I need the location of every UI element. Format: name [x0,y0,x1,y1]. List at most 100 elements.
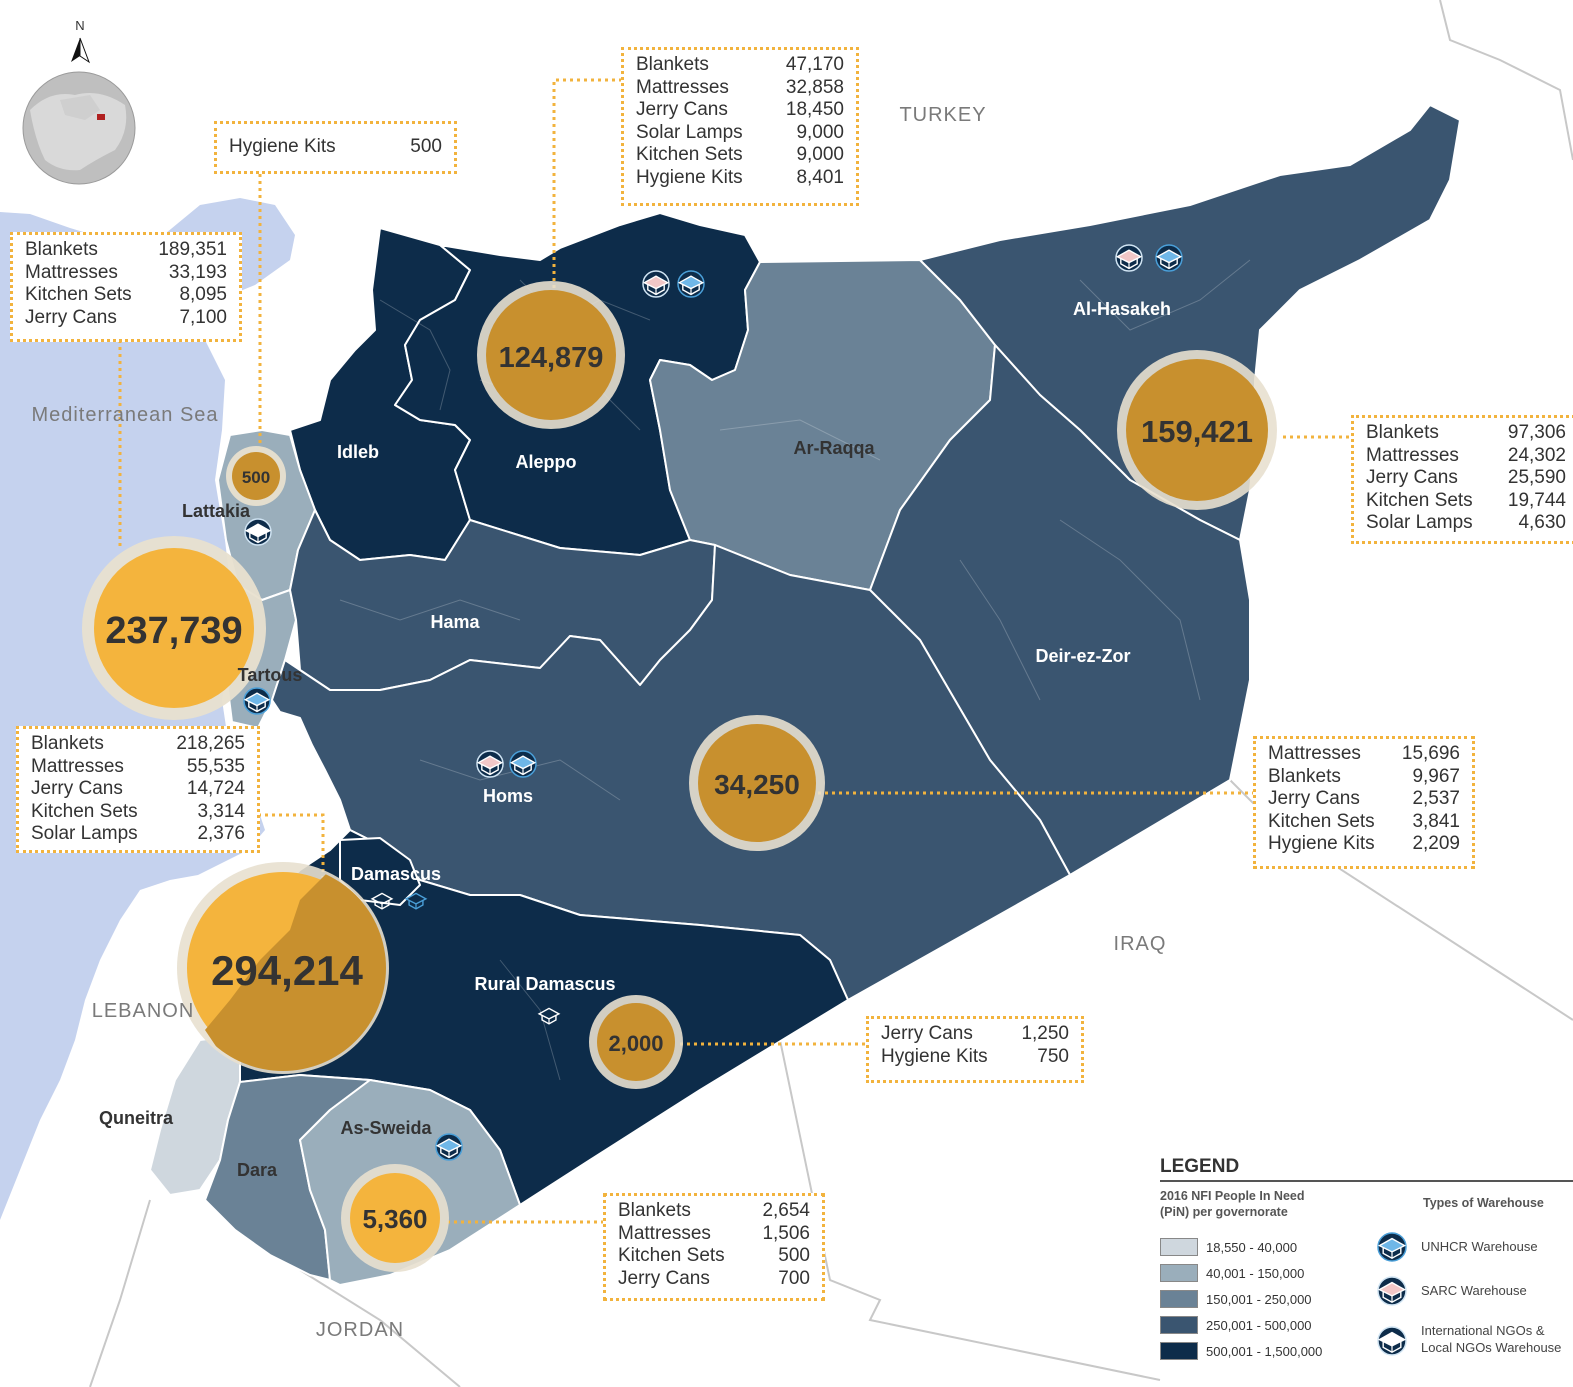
ngo-warehouse-icon[interactable] [537,1007,561,1025]
legend-divider [1160,1180,1573,1182]
inset-globe [22,71,136,185]
legend-title: LEGEND [1160,1156,1240,1177]
nfi-value: 189,351 [158,239,227,260]
legend-range-label-2: 40,001 - 150,000 [1206,1266,1305,1281]
nfi-value: 1,506 [762,1222,810,1244]
label-hasakeh: Al-Hasakeh [1073,299,1171,319]
nfi-item: Blankets [25,239,98,260]
bubble-aleppo[interactable]: 124,879 [477,281,625,429]
bubble-value-lattakia: 500 [242,468,270,487]
label-lebanon: LEBANON [92,1000,195,1022]
legend-ngo-label-line2: Local NGOs Warehouse [1421,1340,1562,1355]
nfi-row: Jerry Cans 7,100 [25,307,227,330]
unhcr-warehouse-icon[interactable] [435,1133,463,1161]
nfi-row: Blankets 47,170 [636,54,844,77]
legend-range-label-3: 150,001 - 250,000 [1206,1292,1312,1307]
legend-ngo-label: International NGOs & Local NGOs Warehous… [1421,1322,1561,1356]
nfi-value: 25,590 [1507,467,1566,488]
gov-homs[interactable] [271,544,1071,1001]
bubble-hasakeh[interactable]: 159,421 [1117,350,1277,510]
nfi-item: Jerry Cans [881,1023,973,1044]
nfi-value: 7,100 [179,306,227,328]
unhcr-warehouse-icon[interactable] [243,687,271,715]
bubble-damascus[interactable]: 294,214 [177,862,395,1082]
label-dara: Dara [237,1160,278,1180]
nfi-item: Hygiene Kits [1268,833,1375,854]
bubble-rural-damascus[interactable]: 2,000 [589,995,683,1089]
gov-quneitra[interactable] [149,1034,241,1196]
label-hama: Hama [430,612,480,632]
bubble-deir-ez-zor[interactable]: 34,250 [689,715,825,851]
legend-sarc-label: SARC Warehouse [1421,1283,1527,1298]
nfi-item: Kitchen Sets [1268,810,1375,832]
nfi-item: Jerry Cans [25,306,117,328]
sarc-warehouse-icon[interactable] [476,750,504,778]
nfi-item: Blankets [618,1200,691,1221]
label-damascus: Damascus [351,864,441,884]
nfi-item: Jerry Cans [1268,788,1360,809]
nfi-value: 2,537 [1412,788,1460,809]
legend-swatch-4 [1160,1316,1198,1334]
bubble-lattakia[interactable]: 500 [226,446,286,506]
nfi-item: Mattresses [31,755,124,777]
legend-ngo-label-line1: International NGOs & [1421,1323,1545,1338]
unhcr-warehouse-icon[interactable] [677,270,705,298]
ngo-warehouse-icon[interactable] [244,518,272,546]
nfi-item: Kitchen Sets [618,1245,725,1266]
nfi-value: 4,630 [1518,512,1566,533]
nfi-value: 2,376 [197,823,245,844]
legend-swatch-5 [1160,1342,1198,1360]
legend-range-label-5: 500,001 - 1,500,000 [1206,1344,1323,1359]
label-idleb: Idleb [337,442,379,462]
nfi-value: 47,170 [785,54,844,75]
ngo-warehouse-icon[interactable] [370,892,394,910]
label-lattakia: Lattakia [182,501,251,521]
bubble-tartous[interactable]: 237,739 [82,536,266,720]
nfi-value: 750 [1037,1045,1069,1067]
legend-subtitle-line2: (PiN) per governorate [1160,1205,1288,1219]
bubble-as-sweida[interactable]: 5,360 [341,1164,449,1272]
governorate-labels: Idleb Aleppo Ar-Raqqa Al-Hasakeh Lattaki… [99,299,1171,1180]
unhcr-warehouse-icon[interactable] [404,892,428,910]
label-deir-ez-zor: Deir-ez-Zor [1035,646,1130,666]
nfi-item: Kitchen Sets [31,800,138,822]
legend-range-label-1: 18,550 - 40,000 [1206,1240,1298,1255]
sarc-warehouse-icon[interactable] [642,270,670,298]
nfi-item: Mattresses [1268,743,1361,764]
nfi-item: Blankets [636,54,709,75]
nfi-row: Solar Lamps 2,376 [31,823,245,846]
nfi-item: Hygiene Kits [636,166,743,188]
nfi-item: Solar Lamps [636,121,743,143]
legend-swatch-1 [1160,1238,1198,1256]
label-raqqa: Ar-Raqqa [793,438,875,458]
sarc-warehouse-icon[interactable] [1115,244,1143,272]
nfi-value: 55,535 [186,755,245,777]
nfi-value: 19,744 [1507,489,1566,511]
unhcr-warehouse-icon[interactable] [1155,244,1183,272]
nfi-item: Jerry Cans [1366,467,1458,488]
nfi-row: Kitchen Sets 3,314 [31,801,245,824]
unhcr-warehouse-icon[interactable] [509,750,537,778]
label-homs: Homs [483,786,533,806]
bubble-value-hasakeh: 159,421 [1141,414,1253,449]
nfi-item: Solar Lamps [31,823,138,844]
nfi-value: 3,314 [197,800,245,822]
nfi-value: 8,095 [179,284,227,305]
label-iraq: IRAQ [1114,933,1167,955]
